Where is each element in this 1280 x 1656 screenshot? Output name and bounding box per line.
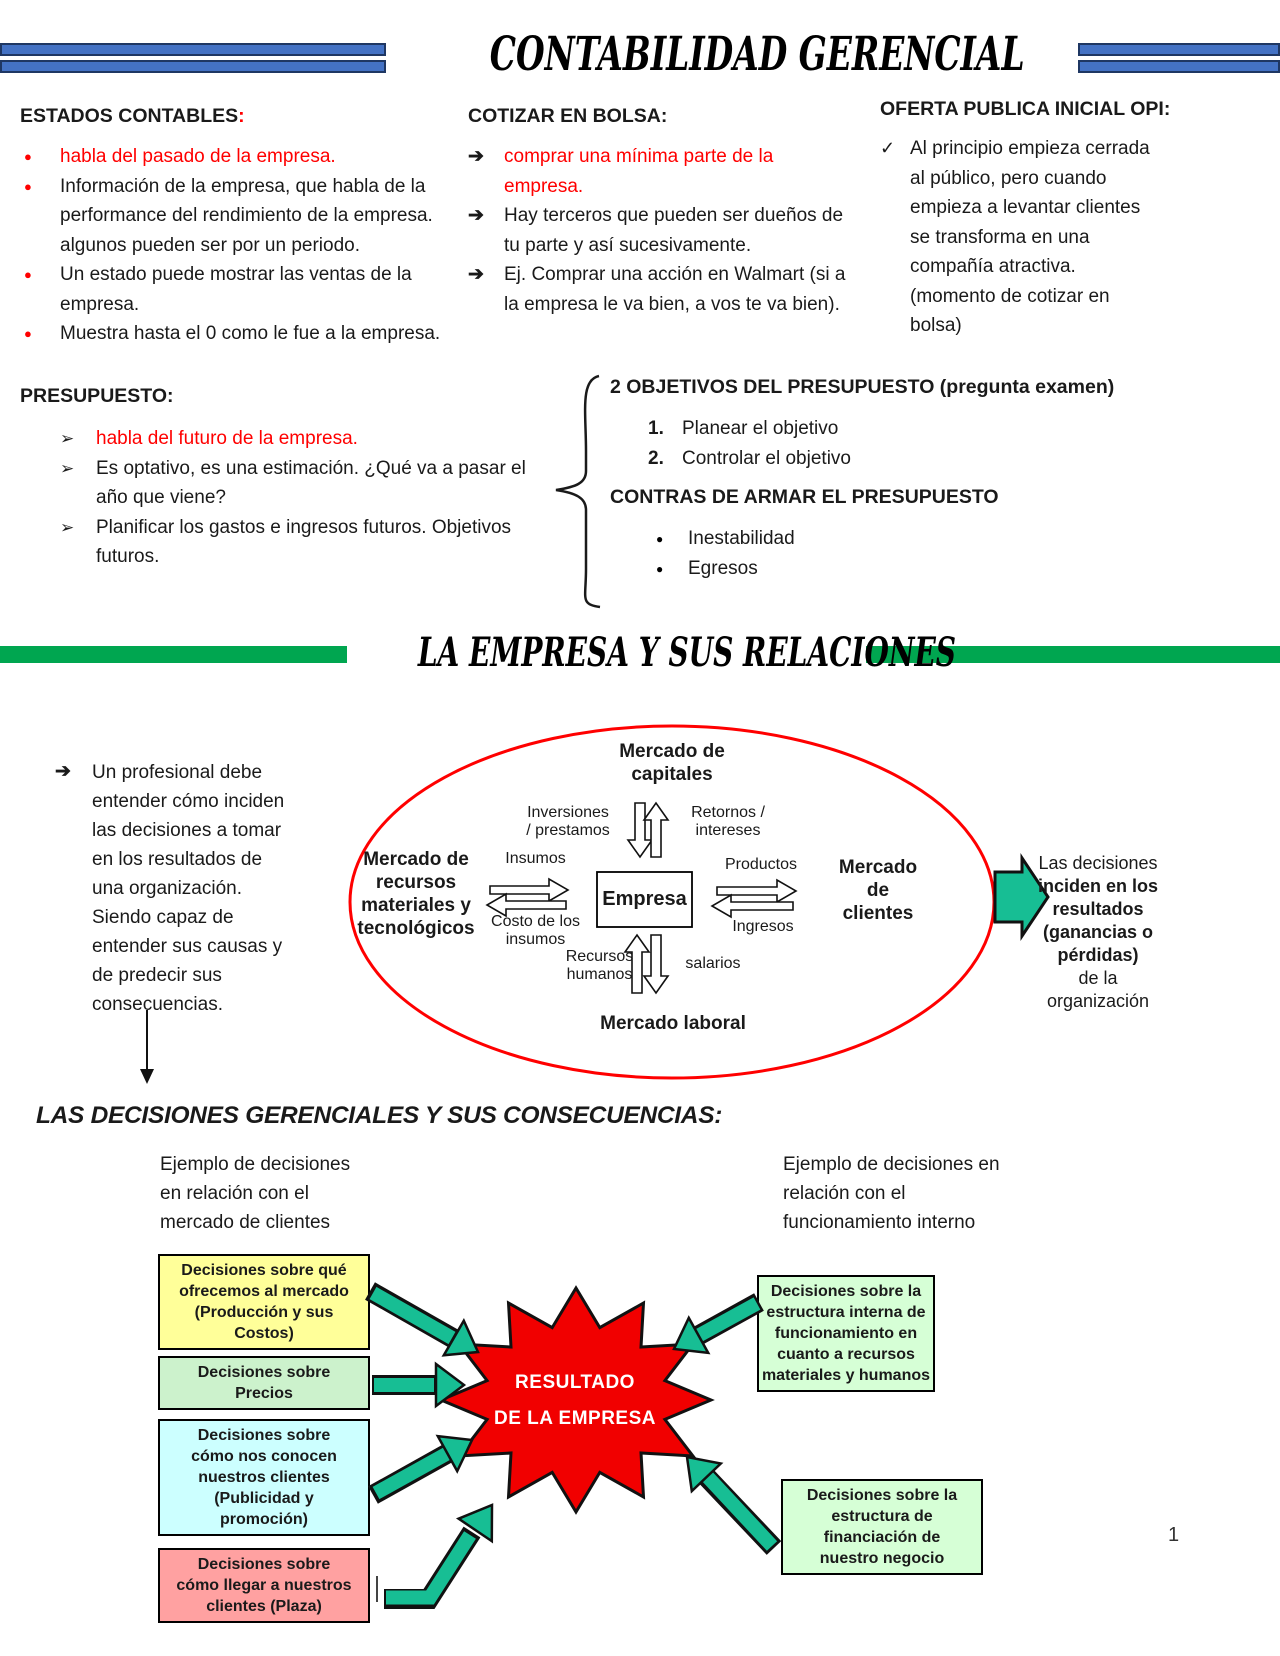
flow-salarios: salarios — [685, 955, 741, 972]
numbered-item: 2. Controlar el objetivo — [648, 447, 851, 469]
list-item: ➔ Hay terceros que pueden ser dueños de … — [468, 201, 873, 260]
section-heading: ESTADOS CONTABLES: — [20, 105, 245, 127]
list-item: ➢ Planificar los gastos e ingresos futur… — [60, 513, 560, 572]
flow-costo-insumos: Costo de los insumos — [491, 913, 580, 948]
flow-recursos-humanos: Recursos humanos — [565, 948, 634, 983]
list-item: ● Inestabilidad — [650, 524, 1170, 554]
arrow-head-icon — [441, 1317, 480, 1357]
numbered-item: 1. Planear el objetivo — [648, 418, 839, 439]
section-heading: 2 OBJETIVOS DEL PRESUPUESTO (pregunta ex… — [610, 376, 1115, 398]
arrow-up-icon — [642, 801, 670, 858]
list-item: ● habla del pasado de la empresa. — [20, 142, 452, 172]
bullet-dot-icon: ● — [656, 562, 664, 576]
star-label-line2: DE LA EMPRESA — [493, 1408, 657, 1429]
node-mercado-capitales: Mercado de capitales — [619, 741, 725, 785]
list-item: ● Un estado puede mostrar las ventas de … — [20, 260, 452, 319]
bullet-dot-icon: ● — [24, 149, 32, 164]
flow-retornos: Retornos / intereses — [691, 804, 765, 839]
section-opi: OFERTA PUBLICA INICIAL OPI: ✓ Al princip… — [880, 98, 1175, 341]
chevron-bullet-icon: ➢ — [60, 458, 75, 478]
contras-heading: CONTRAS DE ARMAR EL PRESUPUESTO — [610, 486, 999, 508]
banner-bar-right — [866, 646, 1280, 663]
arrow-head-icon — [434, 1361, 467, 1409]
arrow-head-icon — [672, 1315, 711, 1355]
page-title: CONTABILIDAD GERENCIAL — [489, 27, 1025, 82]
list-item: ➔ comprar una mínima parte de la empresa… — [468, 142, 873, 201]
arrow-bullet-icon: ➔ — [55, 761, 71, 782]
box-financiacion: Decisiones sobre la estructura de financ… — [781, 1479, 983, 1575]
banner-bar-left — [0, 646, 347, 663]
header-bar-right-top — [1078, 43, 1280, 56]
section-presupuesto: PRESUPUESTO: ➢ habla del futuro de la em… — [20, 385, 560, 572]
bullet-dot-icon: ● — [656, 532, 664, 546]
results-arrow-icon — [993, 853, 1050, 941]
box-precios: Decisiones sobre Precios — [158, 1356, 370, 1410]
list-item: ● Egresos — [650, 554, 1170, 584]
arrow-up-icon — [623, 933, 651, 994]
chevron-bullet-icon: ➢ — [60, 517, 75, 537]
bullet-dot-icon: ● — [24, 267, 32, 282]
banner-title: LA EMPRESA Y SUS RELACIONES — [417, 629, 957, 676]
header-bar-left-bottom — [0, 60, 386, 73]
section-heading: COTIZAR EN BOLSA: — [468, 105, 668, 127]
flow-ingresos: Ingresos — [732, 918, 794, 935]
list-item: ✓ Al principio empieza cerrada al públic… — [880, 134, 1175, 341]
node-mercado-laboral: Mercado laboral — [600, 1013, 746, 1034]
left-caption: Ejemplo de decisiones en relación con el… — [160, 1154, 351, 1233]
text-cursor-mark — [376, 1576, 378, 1602]
section-cotizar-en-bolsa: COTIZAR EN BOLSA: ➔ comprar una mínima p… — [468, 105, 873, 319]
header-bar-right-bottom — [1078, 60, 1280, 73]
header-bar-left-top — [0, 43, 386, 56]
list-item: ● Información de la empresa, que habla d… — [20, 172, 452, 261]
arrow-right-icon — [489, 877, 570, 903]
right-caption: Ejemplo de decisiones en relación con el… — [783, 1154, 1000, 1233]
decision-arrows — [365, 1282, 782, 1609]
arrow-down-icon — [642, 934, 670, 995]
arrow-bullet-icon: ➔ — [468, 146, 484, 167]
page-number: 1 — [1168, 1524, 1180, 1546]
node-empresa: Empresa — [602, 888, 687, 910]
node-mercado-recursos: Mercado de recursos materiales y tecnoló… — [357, 849, 475, 939]
curly-brace — [555, 374, 601, 609]
chevron-bullet-icon: ➢ — [60, 429, 75, 448]
check-bullet-icon: ✓ — [880, 138, 896, 158]
node-mercado-clientes: Mercado de clientes — [838, 857, 918, 924]
list-item: ➢ habla del futuro de la empresa. — [60, 424, 560, 454]
arrow-head-icon — [685, 1455, 724, 1494]
box-plaza: Decisiones sobre cómo llegar a nuestros … — [158, 1548, 370, 1623]
list-item: ● Muestra hasta el 0 como le fue a la em… — [20, 319, 452, 349]
bullet-dot-icon: ● — [24, 178, 32, 194]
decisions-heading: LAS DECISIONES GERENCIALES Y SUS CONSECU… — [36, 1102, 723, 1129]
box-estructura-interna: Decisiones sobre la estructura interna d… — [757, 1275, 935, 1392]
bullet-dot-icon: ● — [24, 326, 32, 341]
arrow-right-icon — [716, 878, 798, 904]
flow-productos: Productos — [724, 856, 798, 873]
arrow-bullet-icon: ➔ — [468, 205, 484, 226]
list-item: ➢ Es optativo, es una estimación. ¿Qué v… — [60, 454, 560, 513]
flow-inversiones: Inversiones / prestamos — [526, 804, 610, 839]
section-objetivos: 2 OBJETIVOS DEL PRESUPUESTO (pregunta ex… — [610, 376, 1170, 584]
professional-note: Un profesional debe entender cómo incide… — [92, 762, 285, 1015]
empresa-node-box — [596, 871, 693, 928]
arrow-left-icon — [485, 892, 567, 918]
empresa-relations-diagram — [140, 724, 1050, 1084]
arrow-head-icon — [455, 1503, 494, 1544]
section-heading: PRESUPUESTO: — [20, 385, 174, 407]
box-publicidad: Decisiones sobre cómo nos conocen nuestr… — [158, 1419, 370, 1536]
arrow-head-icon — [435, 1434, 474, 1474]
arrow-down-icon — [626, 802, 654, 859]
list-item: ➔ Ej. Comprar una acción en Walmart (si … — [468, 260, 873, 319]
flow-insumos: Insumos — [505, 850, 566, 867]
section-heading: OFERTA PUBLICA INICIAL OPI: — [880, 98, 1171, 120]
arrow-left-icon — [710, 893, 794, 919]
section-estados-contables: ESTADOS CONTABLES: ● habla del pasado de… — [20, 105, 452, 349]
results-note: Las decisiones inciden en los resultados… — [1037, 853, 1159, 1011]
box-oferta: Decisiones sobre qué ofrecemos al mercad… — [158, 1254, 370, 1350]
arrow-bullet-icon: ➔ — [468, 264, 484, 285]
star-label-line1: RESULTADO — [515, 1372, 635, 1393]
